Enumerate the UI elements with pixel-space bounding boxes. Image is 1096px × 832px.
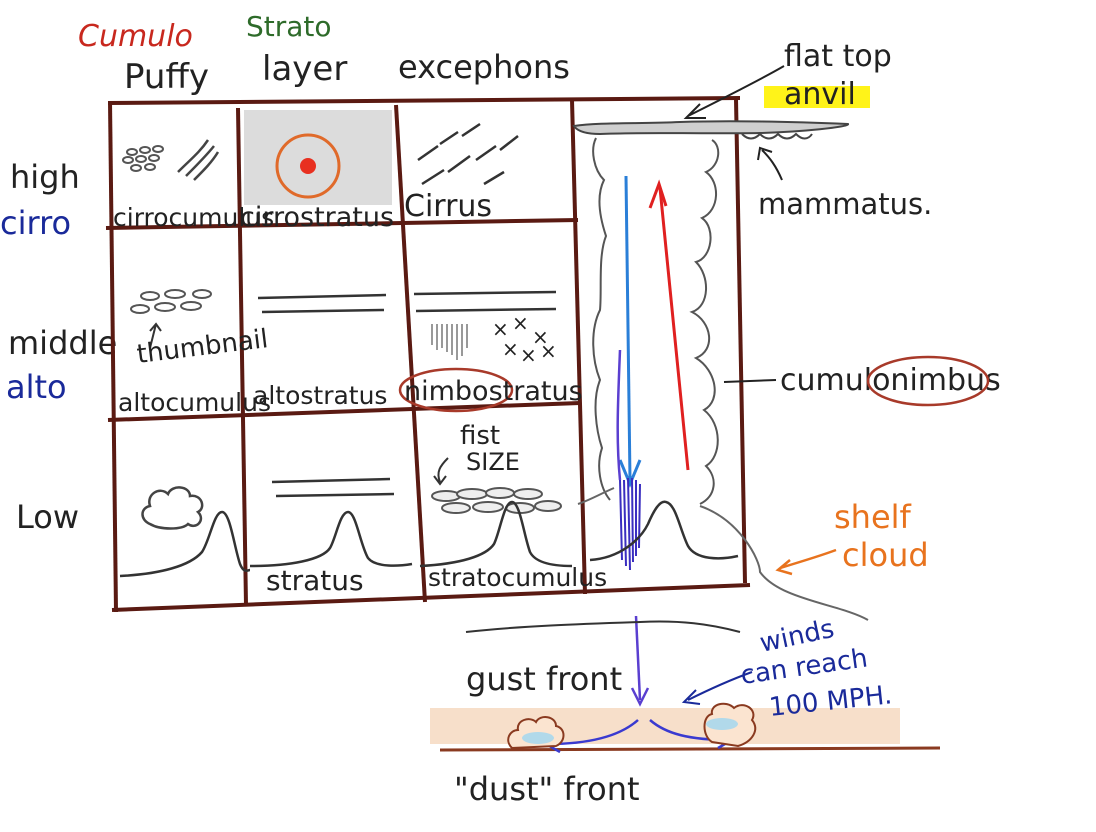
gust-front-diagram (430, 615, 941, 754)
updraft-arrow-red (658, 187, 690, 471)
annotation-cloud: cloud (842, 536, 929, 574)
annotation-mammatus: mammatus. (758, 187, 932, 221)
stratocumulus-cell: fist SIZE stratocumulus (419, 421, 607, 592)
cirrocumulus-puffs-icon (122, 145, 164, 172)
altocumulus-puffs-icon (130, 289, 212, 314)
cumulus-cloud-icon (141, 486, 204, 530)
updraft-arrowhead-icon (648, 179, 668, 209)
cirrocumulus-cell: cirrocumulus (113, 139, 274, 232)
anvil-pointer-arrow-icon (683, 65, 785, 119)
ground-line (439, 746, 941, 752)
mountain-icon (589, 500, 739, 562)
stratocumulus-clumps-icon (431, 487, 562, 514)
mammatus-icon (741, 132, 813, 140)
row-alto: alto (6, 368, 67, 406)
cell-note-thumbnail: thumbnail (135, 324, 270, 370)
annotation-gust-front: gust front (466, 660, 622, 698)
cumulonimbus-pointer-icon (723, 379, 777, 383)
shelf-cloud-shape-icon (577, 487, 869, 621)
stratus-layers-icon (271, 477, 395, 498)
cell-note-fist: fist (460, 421, 500, 451)
nimbostratus-layers-icon (413, 290, 557, 313)
header-cumulo: Cumulo (78, 19, 193, 54)
header-strato: Strato (246, 10, 332, 43)
classification-grid (105, 96, 751, 613)
row-cirro: cirro (0, 204, 71, 242)
cell-label-stratus: stratus (266, 564, 364, 597)
cumulonimbus-diagram (572, 120, 869, 621)
mountain-icon (119, 510, 251, 578)
cirrus-wisps-icon (177, 139, 220, 181)
svg-text:×: × (532, 325, 549, 349)
cell-label-cirrocumulus: cirrocumulus (113, 203, 274, 232)
rain-streaks-icon (431, 324, 468, 360)
header-layer: layer (262, 49, 347, 89)
mountain-icon (249, 510, 413, 568)
altocumulus-cell: thumbnail altocumulus (118, 289, 271, 417)
snowflakes-icon: ××× ××× (492, 311, 557, 367)
cirrus-cell: Cirrus (404, 122, 519, 224)
mammatus-pointer-arrow-icon (757, 146, 783, 181)
cumulonimbus-circle-highlight (866, 355, 990, 407)
annotation-flat-top: flat top (784, 39, 892, 74)
rain-curtain-icon (616, 349, 622, 481)
nimbostratus-circle-highlight (398, 367, 514, 413)
row-high: high (10, 158, 80, 196)
cell-label-nimbostratus: nimbostratus (404, 376, 583, 407)
altostratus-layers-icon (257, 293, 387, 314)
downburst-arrow-icon (634, 615, 642, 701)
cell-label-cirrostratus: cirrostratus (240, 202, 394, 233)
cumulus-cell (119, 486, 251, 578)
cumulonimbus-tower-icon (592, 137, 720, 505)
cell-label-altostratus: altostratus (253, 381, 387, 410)
cell-label-cirrus: Cirrus (404, 189, 492, 224)
downdraft-arrowhead-icon (618, 459, 642, 488)
sun-icon (300, 158, 316, 174)
cell-label-stratocumulus: stratocumulus (428, 563, 607, 592)
svg-text:×: × (492, 317, 509, 341)
annotation-cumulonimbus: cumulonimbus (780, 363, 1001, 398)
dust-swirl-left-icon (522, 732, 554, 744)
cell-label-altocumulus: altocumulus (118, 388, 271, 417)
header-puffy: Puffy (124, 57, 209, 97)
gust-front-surface-line (465, 620, 741, 633)
annotation-anvil: anvil (784, 77, 856, 112)
precipitation-shaft-icon (619, 477, 641, 571)
shelf-cloud-pointer-arrow-icon (775, 548, 837, 576)
cirrostratus-cell: cirrostratus (240, 110, 394, 233)
thumbnail-arrow-icon (149, 322, 162, 349)
anvil-top-icon (572, 120, 850, 136)
winds-pointer-arrow-icon (681, 671, 753, 705)
annotation-dust-front: "dust" front (454, 770, 640, 808)
stratus-cell: stratus (249, 477, 413, 597)
nimbostratus-cell: ××× ××× nimbostratus (398, 290, 583, 413)
row-middle: middle (8, 324, 117, 362)
cirrostratus-haze (244, 110, 392, 205)
svg-text:×: × (512, 311, 529, 335)
row-low: Low (16, 498, 79, 536)
downdraft-arrow-blue (624, 175, 632, 481)
header-exceptions: excephons (398, 48, 570, 86)
downburst-arrowhead-icon (630, 687, 650, 707)
fist-size-arrow-icon (433, 457, 449, 486)
anvil-highlight (764, 86, 870, 108)
dust-swirl-right-icon (706, 718, 738, 730)
cirrus-streaks-icon (417, 122, 519, 186)
svg-text:×: × (520, 343, 537, 367)
halo-ring-icon (275, 133, 341, 199)
altostratus-cell: altostratus (253, 293, 387, 410)
svg-text:×: × (502, 337, 519, 361)
mountain-icon (419, 500, 573, 568)
annotation-shelf: shelf (834, 498, 912, 536)
svg-text:×: × (540, 339, 557, 363)
cell-note-size: SIZE (466, 448, 520, 476)
